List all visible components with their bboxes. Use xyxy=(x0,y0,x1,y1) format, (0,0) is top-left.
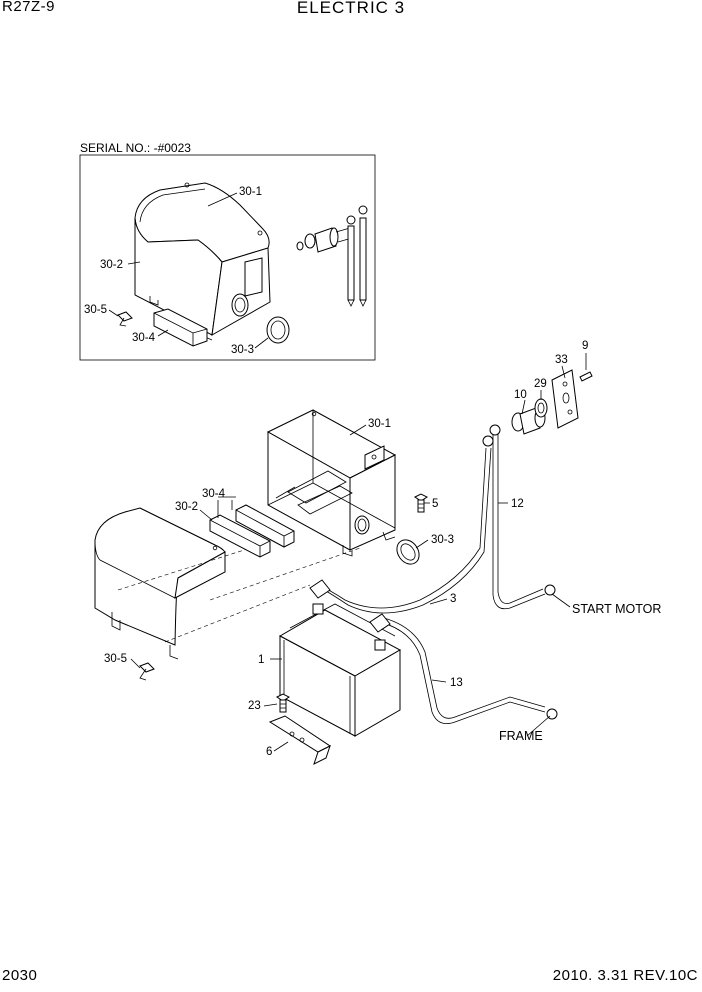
bolt-30-5-icon xyxy=(139,662,155,681)
hold-down-bracket xyxy=(268,715,331,765)
callout-30-2: 30-2 xyxy=(175,501,198,513)
terminal-negative xyxy=(312,603,324,615)
rubber-strips xyxy=(209,500,295,558)
callout-30-4: 30-4 xyxy=(202,488,226,500)
callout-inset-30-3: 30-3 xyxy=(231,344,254,356)
callout-10: 10 xyxy=(514,389,527,401)
callout-13: 13 xyxy=(450,677,463,689)
callout-inset-30-2: 30-2 xyxy=(100,259,123,271)
inset-panel xyxy=(79,154,376,361)
inset-rubber-strip xyxy=(153,308,208,347)
bolt-icon xyxy=(414,493,428,513)
label-frame: FRAME xyxy=(499,729,543,743)
callout-6: 6 xyxy=(266,746,272,758)
cable-3 xyxy=(309,435,494,614)
inset-frame xyxy=(79,154,376,361)
inset-battery-switch xyxy=(296,227,353,253)
battery-cover xyxy=(94,507,261,660)
switch-plate-33 xyxy=(551,369,579,429)
callout-inset-30-4: 30-4 xyxy=(132,332,156,344)
grommet-icon xyxy=(396,539,420,565)
callout-33: 33 xyxy=(555,354,568,366)
callout-inset-30-1: 30-1 xyxy=(239,186,262,198)
labels: 30-1 30-2 30-5 30-4 30-3 33 9 29 10 30-1… xyxy=(84,186,661,758)
cable-13 xyxy=(369,613,558,725)
battery xyxy=(278,603,402,737)
leader-lines xyxy=(130,353,587,752)
callout-23: 23 xyxy=(248,700,261,712)
inset-cables xyxy=(346,205,368,307)
callout-30-1: 30-1 xyxy=(368,418,391,430)
inset-bolt-icon xyxy=(117,311,133,327)
callout-3: 3 xyxy=(450,593,456,605)
page-title: ELECTRIC 3 xyxy=(296,0,406,17)
screw-9-icon xyxy=(579,371,593,382)
cable-12 xyxy=(489,424,556,610)
bolt-23-icon xyxy=(276,693,290,713)
model-code: R27Z-9 xyxy=(2,0,56,15)
callout-5: 5 xyxy=(432,498,438,510)
callout-29: 29 xyxy=(534,378,547,390)
terminal-positive xyxy=(374,639,386,651)
callout-30-3: 30-3 xyxy=(431,534,454,546)
callout-30-5: 30-5 xyxy=(104,653,127,665)
page-number: 2030 xyxy=(2,967,38,984)
battery-box xyxy=(266,409,397,557)
inset-grommet-icon xyxy=(266,316,290,344)
inset-battery-cover xyxy=(134,182,271,341)
callout-1: 1 xyxy=(258,654,264,666)
callout-9: 9 xyxy=(582,340,588,352)
label-start-motor: START MOTOR xyxy=(572,602,661,616)
serial-note: SERIAL NO.: -#0023 xyxy=(80,141,191,155)
revision-date: 2010. 3.31 REV.10C xyxy=(552,967,698,984)
callout-12: 12 xyxy=(511,498,524,510)
callout-inset-30-5: 30-5 xyxy=(84,304,107,316)
washer-29-icon xyxy=(534,398,548,418)
